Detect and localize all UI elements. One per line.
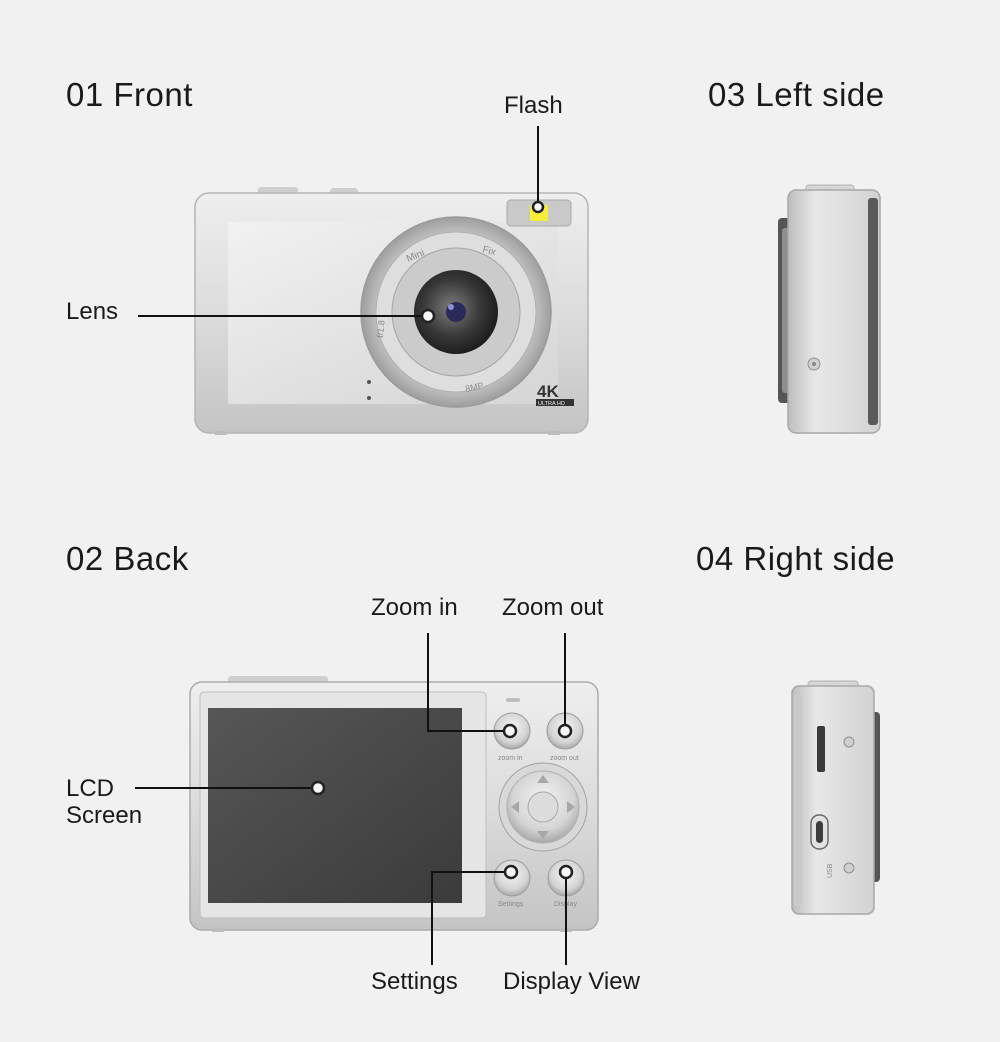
back-camera: zoom in zoom out Settings Display [189,676,599,932]
svg-text:zoom out: zoom out [550,755,579,762]
marker-lens [420,308,436,324]
label-zoom-out: Zoom out [502,594,604,621]
label-lens: Lens [66,298,119,325]
badge-4k: 4K [537,382,559,401]
svg-text:USB: USB [827,863,834,878]
left-side-camera [778,184,881,434]
title-left-side: 03 Left side [708,76,885,113]
label-settings: Settings [371,968,458,995]
label-lcd-screen: LCD Screen [66,775,143,829]
label-zoom-in: Zoom in [371,594,458,621]
svg-text:Settings: Settings [498,901,524,908]
svg-text:ULTRA HD: ULTRA HD [538,401,565,407]
svg-text:zoom in: zoom in [498,755,523,762]
svg-text:8MP: 8MP [464,380,484,394]
svg-text:Fix: Fix [481,244,497,258]
leader-lines [135,126,567,965]
marker-flash [531,200,545,214]
dpad-ok [527,791,559,823]
marker-lcd [310,780,326,796]
marker-zoom-in [502,723,518,739]
right-side-camera: USB [791,680,880,915]
title-right-side: 04 Right side [696,540,896,577]
marker-zoom-out [557,723,573,739]
label-flash: Flash [504,92,563,119]
lcd-screen [208,708,462,903]
svg-text:f/1.8: f/1.8 [375,320,386,338]
callout-markers [310,200,574,880]
marker-settings [503,864,519,880]
label-display-view: Display View [503,968,640,995]
front-camera: Mini Fix f/1.8 8MP 4K ULTRA HD [194,187,589,435]
title-front: 01 Front [66,76,193,113]
sd-card-slot [817,726,825,772]
marker-display-view [558,864,574,880]
title-back: 02 Back [66,540,189,577]
